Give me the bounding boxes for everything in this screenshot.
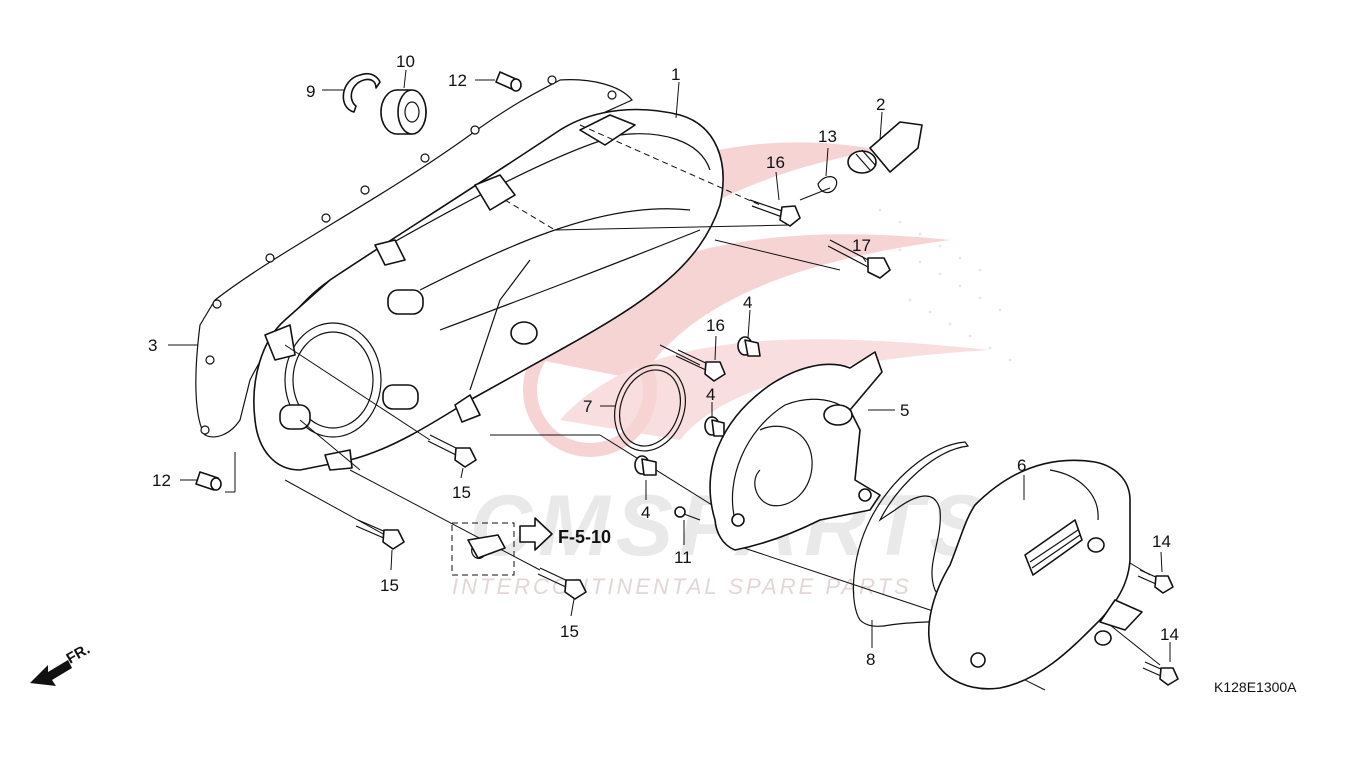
callout-16-lower: 16 <box>706 316 725 335</box>
callout-4-top: 4 <box>743 293 752 312</box>
reference-clamp <box>451 522 515 576</box>
callout-10: 10 <box>396 52 415 71</box>
collar-4-top <box>737 336 761 357</box>
assembly-dash-lines <box>225 124 1161 691</box>
front-direction-arrow-icon <box>30 660 72 686</box>
outline-arrow-icon <box>519 517 553 551</box>
bolt-14-upper <box>1137 569 1174 594</box>
bolt-15-middle <box>427 434 477 468</box>
bolt-15-right <box>537 567 587 600</box>
bolt-16-lower <box>675 349 726 382</box>
watermark-tagline: INTERCONTINENTAL SPARE PARTS <box>452 574 912 599</box>
bolt-17 <box>827 239 891 279</box>
screw-11 <box>674 506 701 521</box>
clip-13 <box>817 176 838 194</box>
reference-arrow[interactable]: F-5-10 <box>519 517 611 551</box>
callout-15-right: 15 <box>560 622 579 641</box>
reference-label[interactable]: F-5-10 <box>558 527 611 547</box>
callout-17: 17 <box>852 236 871 255</box>
callout-12-lower: 12 <box>152 471 171 490</box>
callout-leaders <box>168 69 1171 662</box>
callout-1: 1 <box>671 65 680 84</box>
callout-16-upper: 16 <box>766 153 785 172</box>
callout-15-middle: 15 <box>452 483 471 502</box>
collar-4-bottom <box>634 455 657 476</box>
o-ring-7 <box>614 364 686 452</box>
callout-8: 8 <box>866 650 875 669</box>
callout-14-upper: 14 <box>1152 532 1171 551</box>
bolt-15-left <box>355 519 405 550</box>
callout-2: 2 <box>876 95 885 114</box>
callout-4-bottom: 4 <box>641 503 650 522</box>
callout-6: 6 <box>1017 456 1026 475</box>
circlip-9 <box>342 72 381 113</box>
callout-13: 13 <box>818 127 837 146</box>
front-direction: FR. <box>30 641 93 686</box>
callout-9: 9 <box>306 82 315 101</box>
callout-11: 11 <box>674 548 692 567</box>
left-crankcase-cover-1 <box>253 108 724 471</box>
callout-3: 3 <box>148 336 157 355</box>
air-duct-boot-2 <box>847 121 923 174</box>
bearing-10 <box>380 89 427 135</box>
callout-15-left: 15 <box>380 576 399 595</box>
callout-5: 5 <box>900 401 909 420</box>
callout-4-mid: 4 <box>706 385 715 404</box>
collar-4-mid <box>704 416 725 437</box>
callout-7: 7 <box>583 397 592 416</box>
bolt-14-lower <box>1142 661 1179 686</box>
gasket-bolt-holes <box>200 75 617 435</box>
callout-14-lower: 14 <box>1160 625 1179 644</box>
dowel-pin-12-lower <box>195 471 222 491</box>
outer-cover-6 <box>928 459 1143 690</box>
callout-12-upper: 12 <box>448 71 467 90</box>
inner-cover-5 <box>709 351 883 551</box>
bolt-16-upper <box>749 199 801 227</box>
drawing-code: K128E1300A <box>1214 679 1297 695</box>
callout-numbers: 1 2 3 4 4 4 5 6 7 8 9 10 11 12 12 13 14 … <box>148 52 1179 669</box>
dowel-pin-12-upper <box>495 71 522 92</box>
